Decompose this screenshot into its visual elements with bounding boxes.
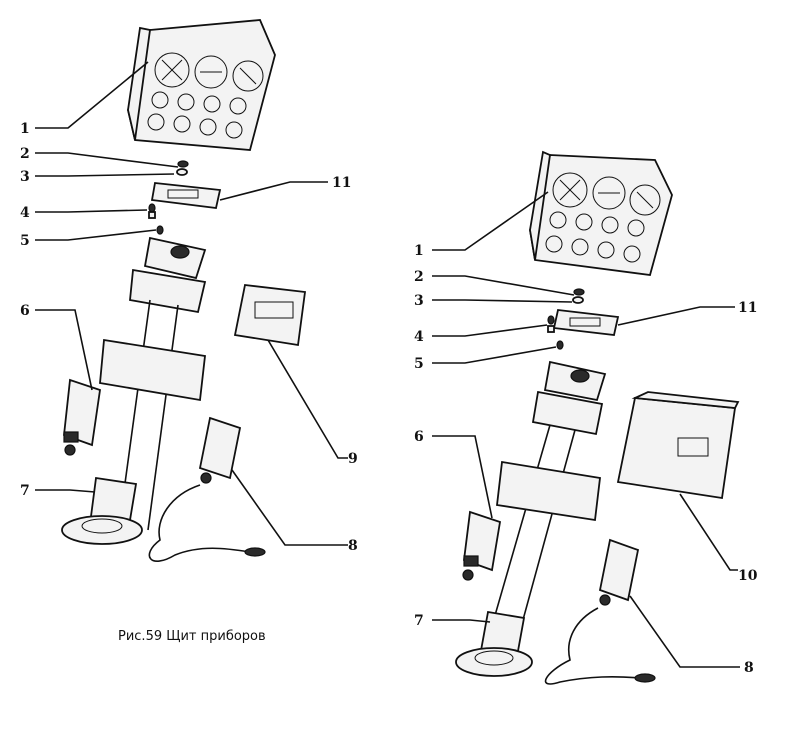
left-washer	[176, 168, 188, 176]
right-label-2: 2	[414, 269, 424, 285]
right-label-5: 5	[414, 356, 424, 372]
left-label-3: 3	[20, 169, 30, 185]
right-bracket-plate	[552, 309, 620, 336]
right-label-3: 3	[414, 293, 424, 309]
left-bolt-small	[148, 203, 156, 213]
left-label-9: 9	[348, 451, 358, 467]
left-label-8: 8	[348, 538, 358, 554]
left-box-9	[233, 284, 307, 347]
right-washer	[572, 296, 584, 304]
left-column-post	[61, 236, 207, 545]
right-label-7: 7	[414, 613, 424, 629]
left-label-7: 7	[20, 483, 30, 499]
right-label-11: 11	[738, 300, 757, 316]
left-assembly	[35, 19, 348, 562]
left-screw	[156, 225, 164, 235]
left-label-11: 11	[332, 175, 351, 191]
left-label-5: 5	[20, 233, 30, 249]
left-label-2: 2	[20, 146, 30, 162]
right-box-10	[616, 391, 740, 500]
left-sensor-8	[148, 416, 266, 562]
right-label-10: 10	[738, 568, 758, 584]
right-sensor-8	[544, 538, 656, 685]
left-sensor-6	[63, 378, 101, 456]
right-screw	[556, 340, 564, 350]
right-nut	[573, 288, 585, 296]
left-label-1: 1	[20, 121, 30, 137]
right-label-8: 8	[744, 660, 754, 676]
figure-caption: Рис.59 Щит приборов	[118, 629, 266, 644]
right-instrument-panel	[529, 150, 673, 276]
left-label-4: 4	[20, 205, 30, 221]
right-column-post	[455, 360, 607, 677]
left-nut	[177, 160, 189, 168]
left-bracket-plate	[150, 182, 222, 209]
right-label-4: 4	[414, 329, 424, 345]
right-bolt-small	[547, 315, 555, 325]
right-assembly	[432, 150, 740, 685]
right-label-1: 1	[414, 243, 424, 259]
right-label-6: 6	[414, 429, 424, 445]
right-sensor-6	[462, 510, 502, 581]
left-label-6: 6	[20, 303, 30, 319]
left-instrument-panel	[127, 19, 276, 151]
